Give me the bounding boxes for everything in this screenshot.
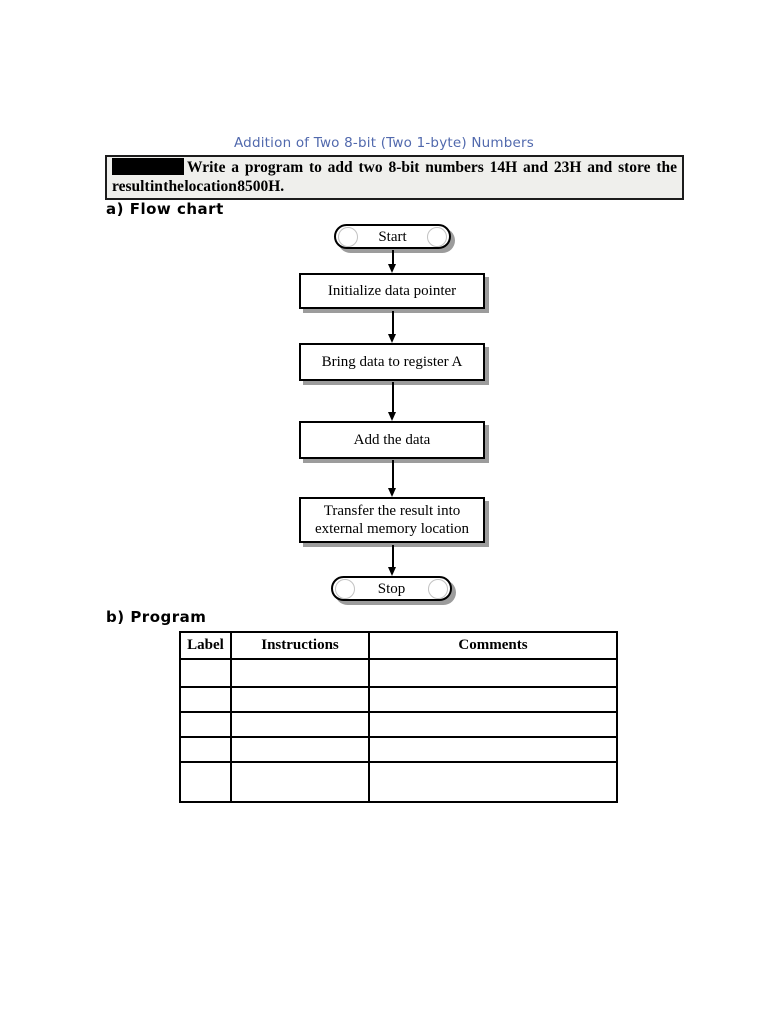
table-cell — [230, 736, 370, 763]
table-cell — [368, 761, 618, 803]
column-header-label: Label — [179, 631, 232, 660]
flowchart-node-stop: Stop — [331, 576, 452, 601]
table-cell — [368, 658, 618, 688]
table-cell — [368, 686, 618, 713]
table-cell — [179, 711, 232, 738]
table-cell — [230, 686, 370, 713]
table-cell — [179, 658, 232, 688]
problem-text-line1: Write a program to add two 8-bit numbers… — [187, 159, 677, 176]
flow-arrow-down-icon — [388, 250, 397, 273]
page-title: Addition of Two 8-bit (Two 1-byte) Numbe… — [233, 135, 535, 151]
flowchart-node-label-line1: Transfer the result into — [323, 503, 461, 519]
table-header-row: Label Instructions Comments — [179, 631, 618, 660]
flowchart-node-label: Stop — [377, 580, 406, 597]
table-cell — [368, 736, 618, 763]
flowchart-node-bring-data: Bring data to register A — [299, 343, 485, 381]
terminator-endcap-icon — [428, 578, 448, 599]
table-row — [179, 711, 618, 738]
flow-arrow-down-icon — [388, 382, 397, 421]
flowchart-node-transfer-result: Transfer the result into external memory … — [299, 497, 485, 543]
section-a-heading: a) Flow chart — [106, 200, 224, 218]
program-table: Label Instructions Comments — [179, 631, 618, 803]
flowchart-node-label: Transfer the result into external memory … — [315, 502, 469, 538]
table-cell — [230, 761, 370, 803]
problem-statement-line1: Write a program to add two 8-bit numbers… — [112, 158, 677, 177]
table-row — [179, 658, 618, 688]
flow-arrow-down-icon — [388, 311, 397, 343]
flowchart-node-label-line2: external memory location — [314, 521, 470, 537]
problem-statement-line2: result in the location 8500H. — [112, 178, 285, 195]
table-row — [179, 761, 618, 803]
table-cell — [230, 711, 370, 738]
flowchart-node-add-data: Add the data — [299, 421, 485, 459]
table-row — [179, 736, 618, 763]
flowchart-node-label: Add the data — [353, 432, 431, 448]
flow-arrow-down-icon — [388, 460, 397, 497]
terminator-endcap-icon — [427, 226, 447, 247]
column-header-instructions: Instructions — [230, 631, 370, 660]
flowchart-node-label: Bring data to register A — [321, 354, 463, 370]
table-cell — [230, 658, 370, 688]
table-row — [179, 686, 618, 713]
table-cell — [179, 736, 232, 763]
problem-statement: Write a program to add two 8-bit numbers… — [105, 155, 684, 200]
redaction-box — [112, 158, 184, 175]
flowchart-node-label: Initialize data pointer — [327, 283, 457, 299]
flowchart-node-initialize: Initialize data pointer — [299, 273, 485, 309]
terminator-endcap-icon — [338, 226, 358, 247]
flow-arrow-down-icon — [388, 545, 397, 576]
table-cell — [368, 711, 618, 738]
column-header-comments: Comments — [368, 631, 618, 660]
table-cell — [179, 686, 232, 713]
flowchart-node-label: Start — [378, 228, 407, 245]
flowchart-node-start: Start — [334, 224, 451, 249]
terminator-endcap-icon — [335, 578, 355, 599]
section-b-heading: b) Program — [106, 608, 207, 626]
table-cell — [179, 761, 232, 803]
